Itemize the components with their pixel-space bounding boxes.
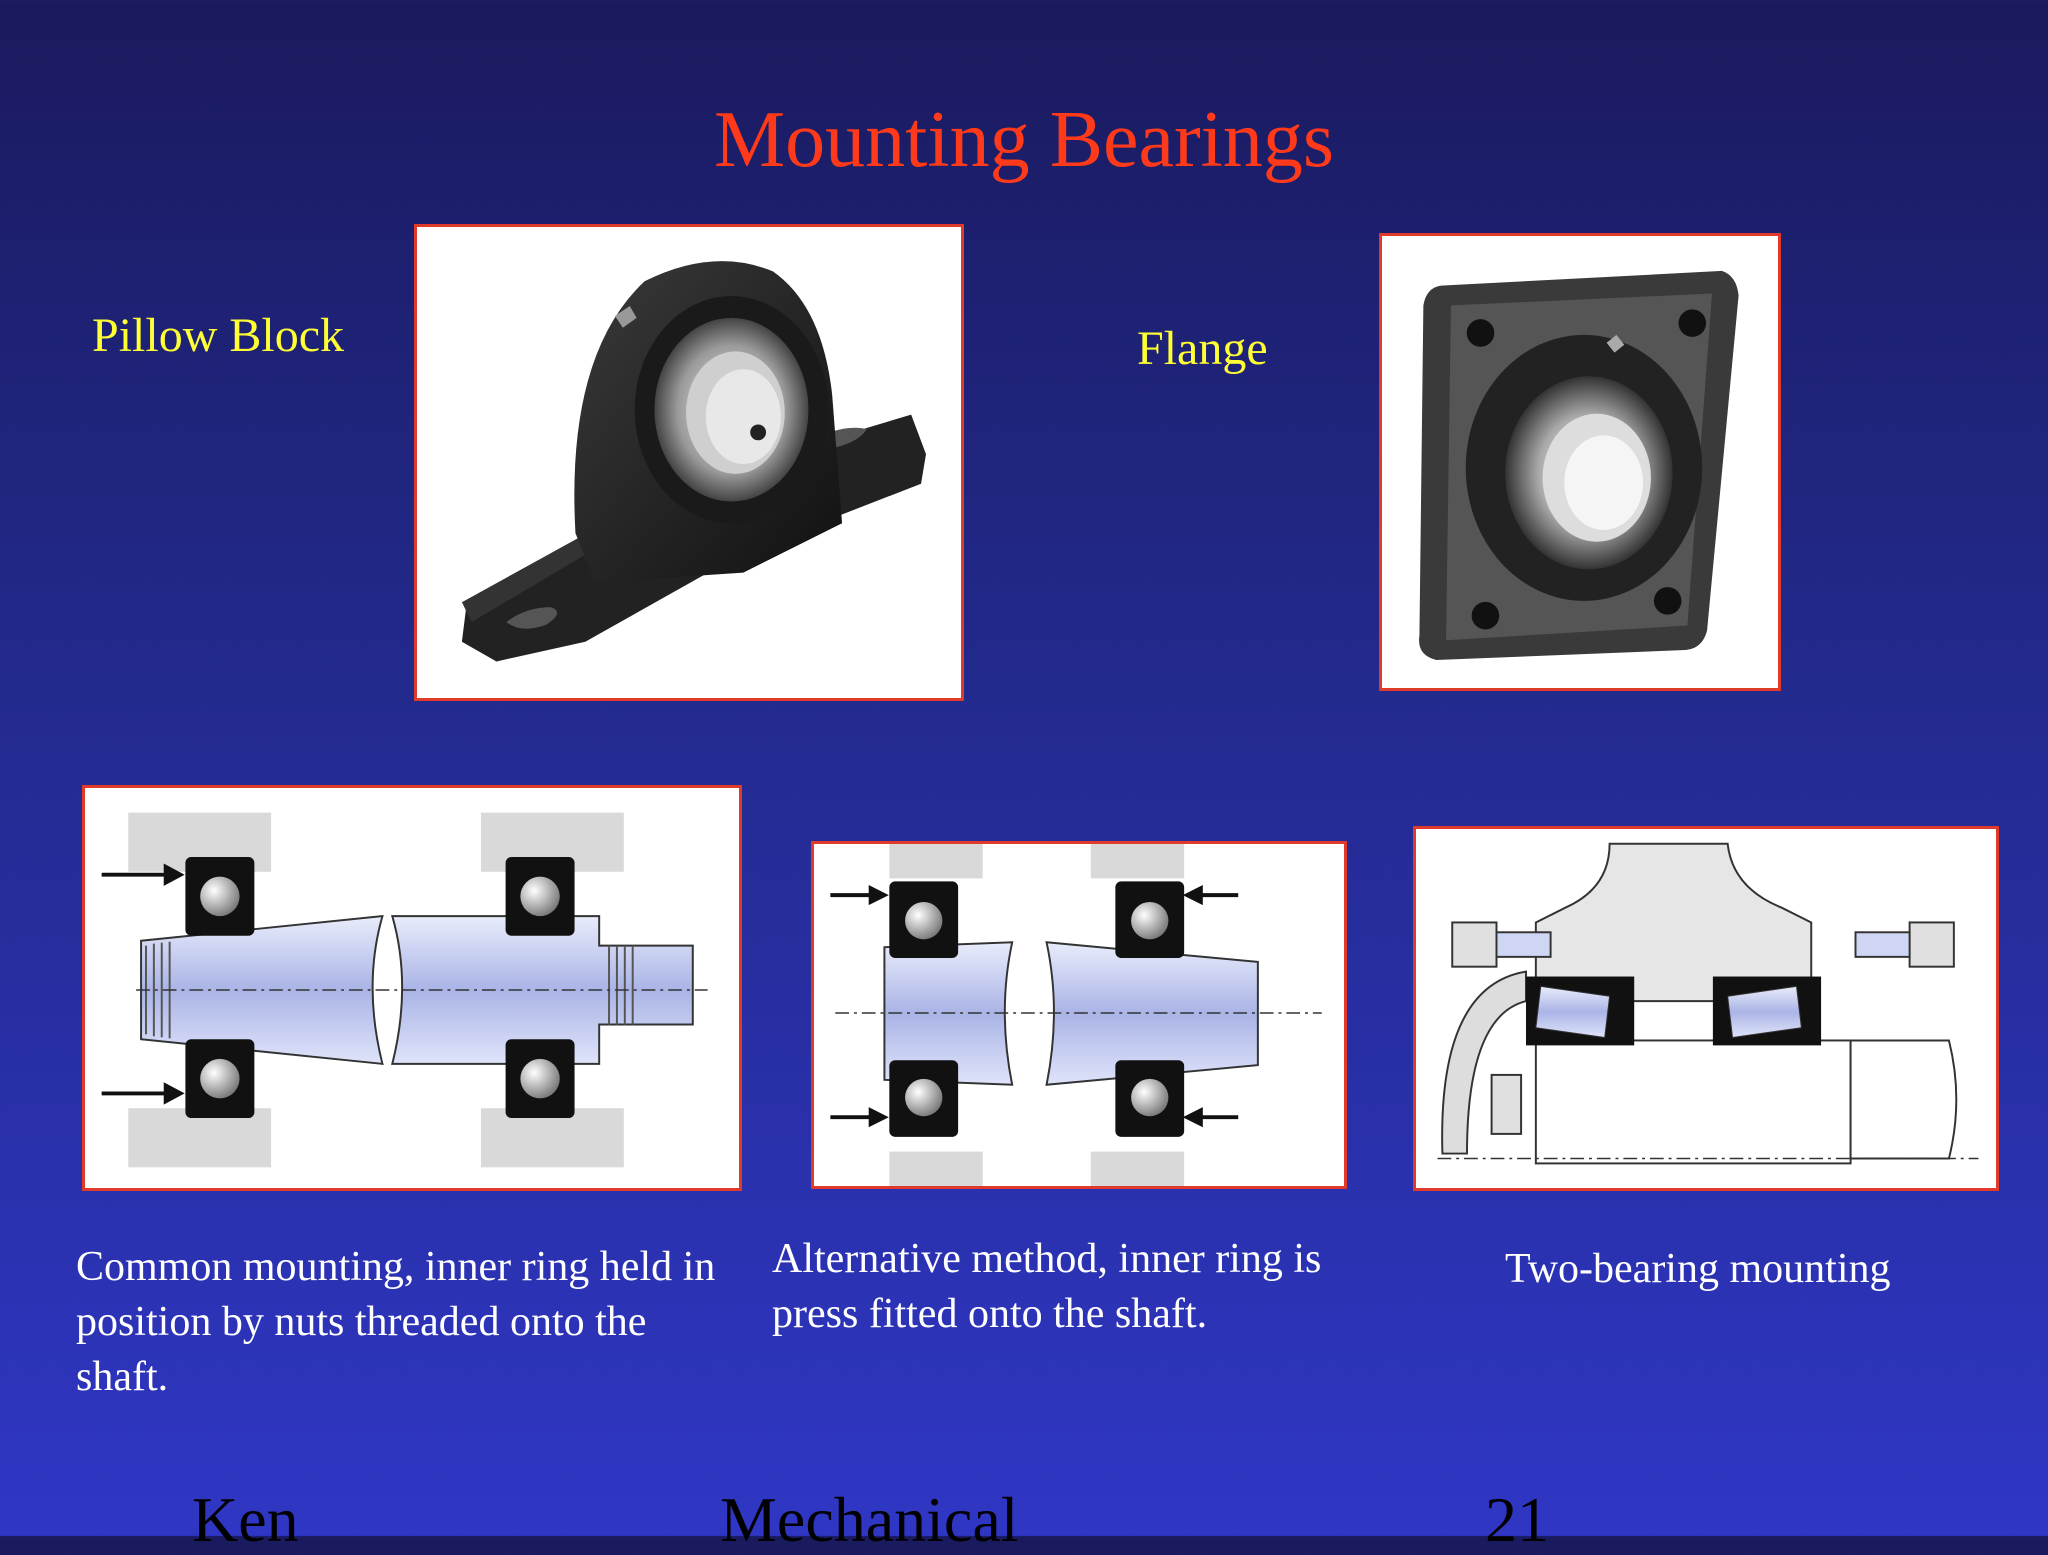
pillow-block-label: Pillow Block (92, 309, 345, 362)
alternative-method-caption: Alternative method, inner ring is press … (772, 1236, 1322, 1337)
two-bearing-caption: Two-bearing mounting (1505, 1246, 1891, 1292)
footer-course: Mechanical (720, 1484, 1019, 1555)
flange-label: Flange (1137, 322, 1268, 375)
two-bearing-mounting-diagram (1413, 826, 1999, 1191)
alternative-mounting-diagram (811, 841, 1347, 1189)
flange-image (1379, 233, 1781, 691)
common-mounting-caption: Common mounting, inner ring held in posi… (76, 1244, 716, 1400)
slide-title: Mounting Bearings (714, 96, 1334, 184)
page-number: 21 (1485, 1484, 1549, 1555)
footer-author: Ken (192, 1484, 299, 1555)
pillow-block-image (414, 224, 964, 701)
common-mounting-diagram (82, 785, 742, 1191)
